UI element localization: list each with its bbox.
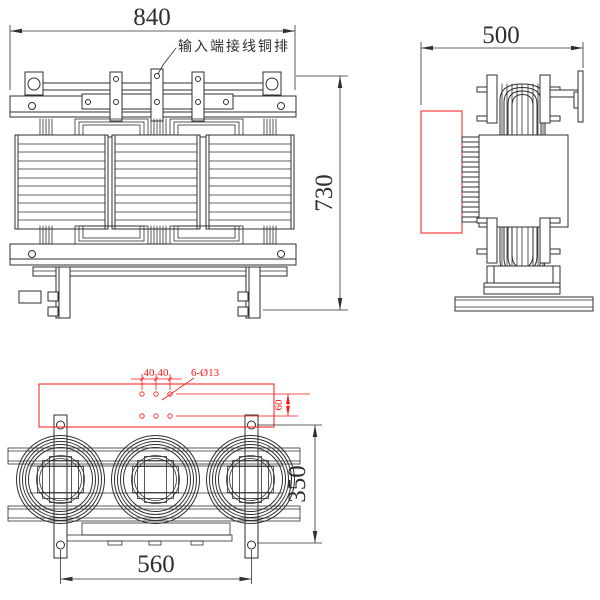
dimension-overall-height: 730 [263, 75, 348, 311]
dim-840-text: 840 [133, 4, 171, 31]
lifting-bracket-right [262, 71, 282, 96]
plan-view: 40 40 6-Ø13 60 350 [7, 367, 322, 584]
dimension-foot-spacing: 560 [60, 550, 252, 584]
hanger-bracket [549, 70, 584, 123]
plan-rails [7, 447, 301, 522]
coil-block-c [205, 134, 295, 230]
bottom-clamps [476, 217, 561, 264]
front-view: 840 输入端接线铜排 730 [9, 4, 348, 319]
dim-60-text: 60 [273, 399, 285, 411]
copper-busbar-side [420, 110, 463, 234]
dim-40a-text: 40 [144, 367, 156, 379]
dim-hole-callout-text: 6-Ø13 [191, 367, 220, 379]
core-top-yoke [39, 118, 277, 138]
dimension-row-spacing: 60 [176, 393, 310, 417]
plan-lower-plate [66, 522, 233, 546]
plan-coils [16, 435, 295, 524]
plan-coil-c [206, 435, 295, 524]
busbar-label: 输入端接线铜排 [157, 38, 290, 75]
dimension-hole-pitch: 40 40 [131, 367, 182, 390]
dim-730-text: 730 [311, 174, 338, 212]
plan-coil-a [16, 435, 105, 524]
coil-blocks [14, 134, 295, 230]
side-view: 500 [420, 22, 594, 312]
foot-right [237, 266, 261, 319]
dimension-side-depth: 500 [420, 22, 584, 105]
bottom-clamp-beam [9, 243, 297, 266]
plan-coil-b [111, 435, 200, 524]
coil-body-side [478, 134, 569, 228]
input-busbar-label: 输入端接线铜排 [178, 38, 290, 54]
dimension-plan-height: 350 [257, 424, 322, 544]
top-clamps [476, 74, 561, 124]
coil-block-a [14, 134, 109, 230]
dim-560-text: 560 [137, 551, 175, 578]
input-busbars [109, 68, 205, 122]
terminal-fins [461, 136, 480, 223]
side-foot-base [454, 265, 594, 312]
dim-40b-text: 40 [158, 367, 170, 379]
foot-left [47, 266, 71, 319]
hole-callout: 6-Ø13 [161, 367, 220, 401]
dimension-front-width: 840 [9, 4, 296, 90]
coil-block-b [111, 134, 201, 230]
busbar-plate-annotation: 40 40 6-Ø13 60 [38, 367, 310, 428]
base-rail [18, 266, 288, 304]
dim-350-text: 350 [284, 465, 311, 503]
lifting-bracket-left [24, 71, 44, 96]
dim-500-text: 500 [482, 22, 520, 49]
